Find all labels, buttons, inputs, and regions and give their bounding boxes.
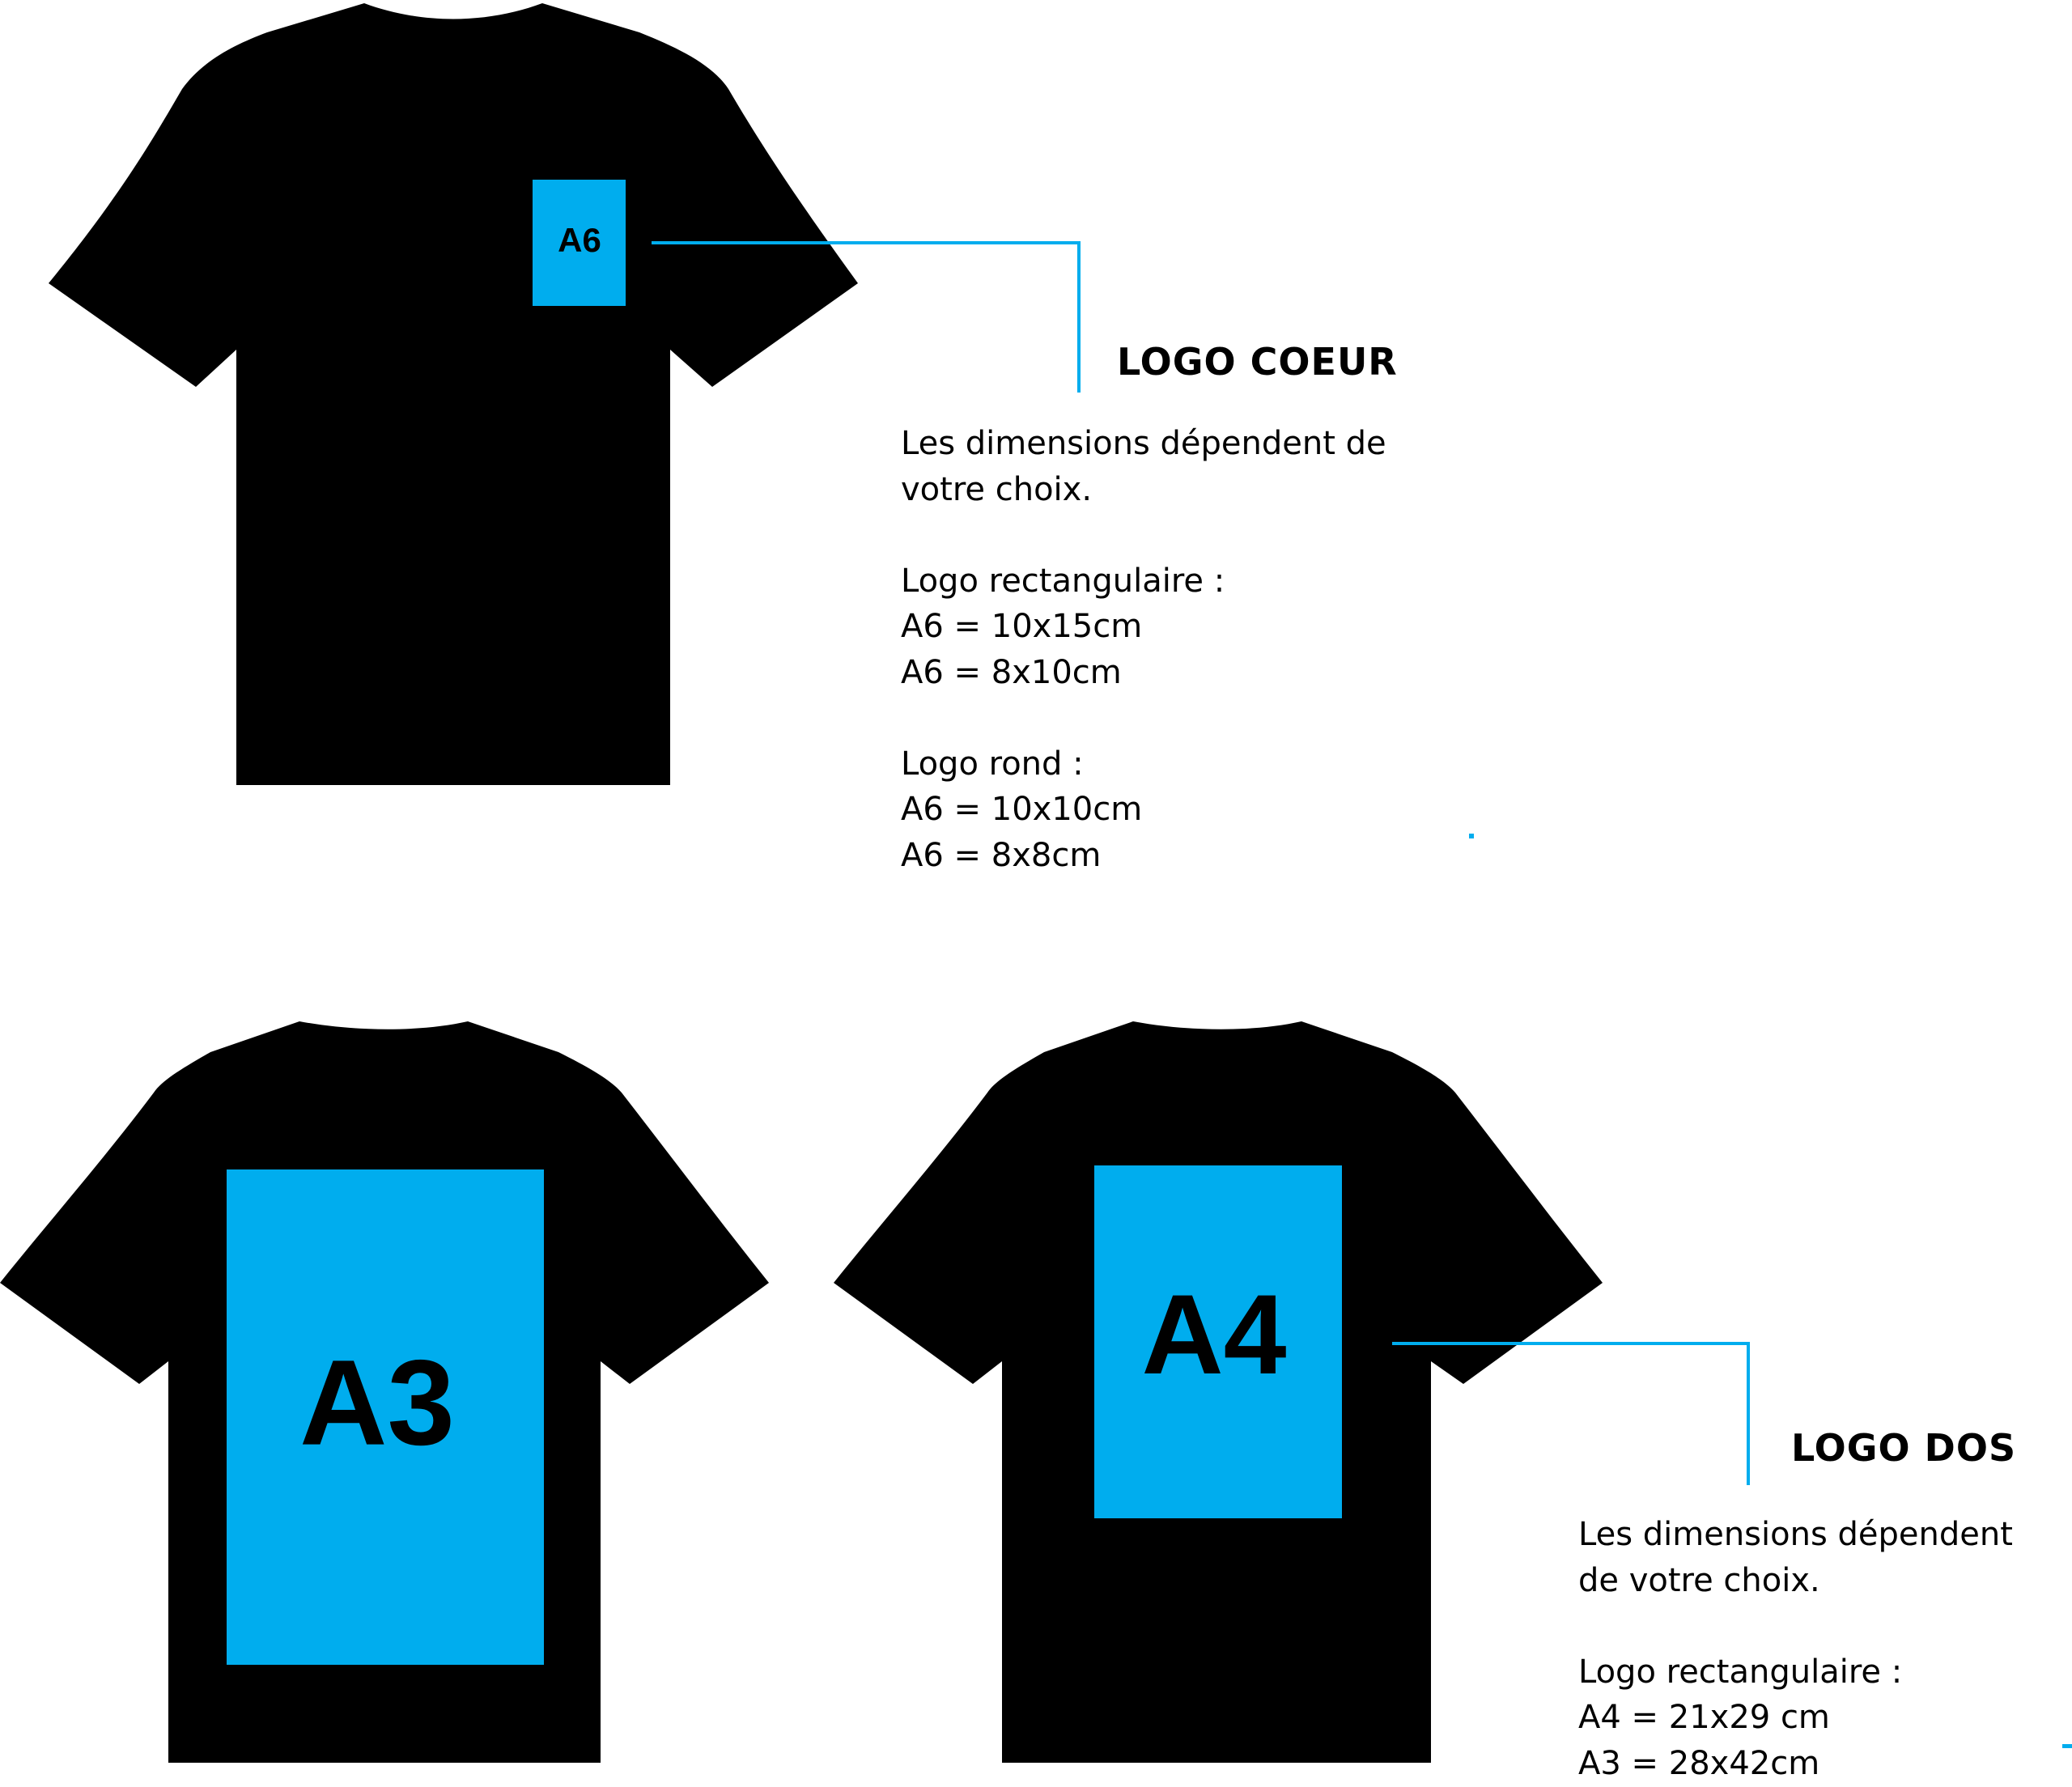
intro-line: votre choix.	[901, 470, 1093, 508]
logo-coeur-description: Les dimensions dépendent de votre choix.…	[901, 421, 1386, 878]
intro-line: de votre choix.	[1578, 1561, 1820, 1599]
spacer	[901, 695, 1386, 741]
logo-coeur-connector	[652, 241, 1081, 393]
stray-accent-dot	[1469, 834, 1474, 838]
round-size: A6 = 10x10cm	[901, 791, 1143, 828]
round-size: A6 = 8x8cm	[901, 836, 1102, 874]
a3-zone-label: A3	[299, 1335, 455, 1471]
rect-size: A6 = 10x15cm	[901, 608, 1143, 645]
logo-dos-description: Les dimensions dépendent de votre choix.…	[1578, 1512, 2013, 1786]
logo-dos-connector	[1392, 1342, 1750, 1485]
rect-heading: Logo rectangulaire :	[1578, 1653, 1903, 1691]
logo-coeur-title: LOGO COEUR	[1117, 340, 1398, 384]
a4-print-zone	[1094, 1165, 1342, 1518]
spacer	[1578, 1603, 2013, 1649]
rect-size: A6 = 8x10cm	[901, 653, 1122, 691]
intro-line: Les dimensions dépendent de	[901, 425, 1386, 462]
round-heading: Logo rond :	[901, 745, 1084, 783]
spacer	[901, 512, 1386, 558]
rect-size: A3 = 28x42cm	[1578, 1744, 1820, 1782]
rect-size: A4 = 21x29 cm	[1578, 1699, 1830, 1736]
stray-accent-mark	[2062, 1744, 2072, 1748]
a3-print-zone	[227, 1169, 544, 1665]
a4-zone-label: A4	[1142, 1271, 1287, 1398]
a6-zone-label: A6	[558, 221, 601, 259]
a6-print-zone	[533, 180, 626, 306]
intro-line: Les dimensions dépendent	[1578, 1516, 2013, 1553]
front-tshirt-silhouette	[49, 3, 858, 785]
rect-heading: Logo rectangulaire :	[901, 562, 1225, 600]
logo-dos-title: LOGO DOS	[1791, 1426, 2017, 1470]
